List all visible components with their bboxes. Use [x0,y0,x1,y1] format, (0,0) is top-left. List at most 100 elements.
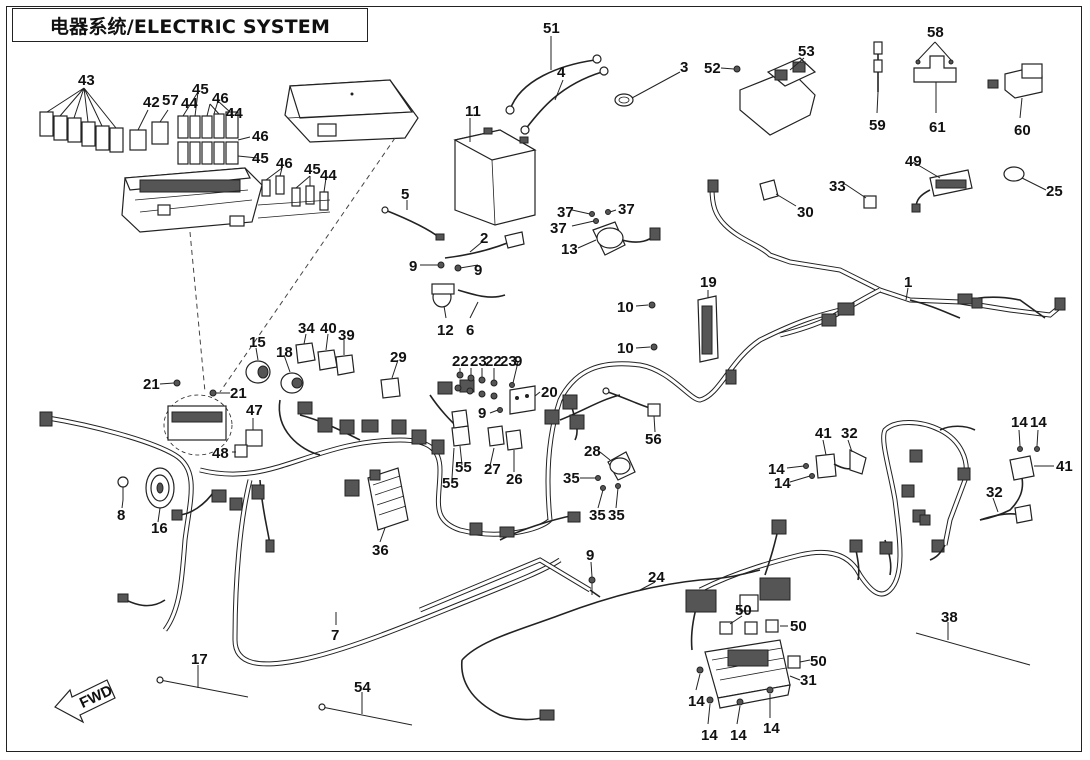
callout-36: 36 [372,542,389,559]
callout-24: 24 [648,569,665,586]
callout-44: 44 [320,167,337,184]
callout-54: 54 [354,679,371,696]
callout-35: 35 [608,507,625,524]
speed-sensors-41 [803,446,1040,524]
callout-23: 23 [500,353,517,370]
callout-15: 15 [249,334,266,351]
callout-45: 45 [252,150,269,167]
callout-9: 9 [586,547,594,564]
callout-14: 14 [701,727,718,744]
callout-38: 38 [941,609,958,626]
callout-50: 50 [810,653,827,670]
callout-2: 2 [480,230,488,247]
callout-58: 58 [927,24,944,41]
callout-23: 23 [470,353,487,370]
rear-harness-1 [707,179,1066,338]
harness-fuse-box [163,379,263,458]
callout-44: 44 [226,105,243,122]
callout-37: 37 [618,201,635,218]
cable-ties [156,632,1031,726]
callout-28: 28 [584,443,601,460]
callout-56: 56 [645,431,662,448]
callout-10: 10 [617,299,634,316]
callout-46: 46 [252,128,269,145]
callout-14: 14 [1011,414,1028,431]
callout-29: 29 [390,349,407,366]
regulator-53 [733,57,817,136]
callout-14: 14 [768,461,785,478]
callout-26: 26 [506,471,523,488]
callout-53: 53 [798,43,815,60]
callout-34: 34 [298,320,315,337]
fuse-box-assembly [39,79,419,233]
callout-13: 13 [561,241,578,258]
sensors-top-right [759,166,1025,213]
callout-16: 16 [151,520,168,537]
callout-45: 45 [304,161,321,178]
callout-48: 48 [212,445,229,462]
control-module-36 [367,467,409,531]
small-parts-top-right [873,41,1043,99]
main-wire-harness [39,307,841,667]
sensor-56-and-28 [595,387,661,491]
callout-1: 1 [904,274,912,291]
callout-numbers: 43 42 57 45 46 44 44 46 45 46 45 44 51 4… [78,20,1073,744]
connector-block-20 [454,371,536,415]
callout-52: 52 [704,60,721,77]
ecu-31 [696,619,801,709]
lower-harness-24 [460,420,976,721]
callout-5: 5 [401,186,409,203]
ecu-bracket-19 [648,295,737,385]
callout-3: 3 [680,59,688,76]
callout-9: 9 [478,405,486,422]
callout-44: 44 [181,95,198,112]
callout-30: 30 [797,204,814,221]
callout-22: 22 [452,353,469,370]
horn-and-bolt [117,467,175,509]
callout-43: 43 [78,72,95,89]
battery-assembly [453,54,634,226]
callout-57: 57 [162,92,179,109]
callout-11: 11 [465,103,481,120]
callout-7: 7 [331,627,339,644]
callout-55: 55 [455,459,472,476]
callout-49: 49 [905,153,922,170]
callout-32: 32 [986,484,1003,501]
callout-50: 50 [735,602,752,619]
fwd-direction-arrow: FWD [54,679,116,724]
callout-40: 40 [320,320,337,337]
callout-21: 21 [143,376,160,393]
callout-55: 55 [442,475,459,492]
callout-37: 37 [557,204,574,221]
callout-32: 32 [841,425,858,442]
callout-60: 60 [1014,122,1031,139]
title-box: 电器系统/ELECTRIC SYSTEM [12,8,368,42]
callout-59: 59 [869,117,886,134]
callout-14: 14 [688,693,705,710]
callout-9: 9 [409,258,417,275]
callout-35: 35 [589,507,606,524]
callout-42: 42 [143,94,160,111]
starter-relay-13 [589,209,661,256]
callout-46: 46 [276,155,293,172]
callout-31: 31 [800,672,817,689]
callout-37: 37 [550,220,567,237]
leader-lines [46,36,1054,725]
callout-22: 22 [485,353,502,370]
callout-33: 33 [829,178,846,195]
callout-35: 35 [563,470,580,487]
callout-14: 14 [730,727,747,744]
callout-47: 47 [246,402,263,419]
dash-switches [245,342,523,451]
callout-51: 51 [543,20,560,37]
callout-9: 9 [514,353,522,370]
callout-17: 17 [191,651,208,668]
callout-50: 50 [790,618,807,635]
callout-21: 21 [230,385,247,402]
callout-41: 41 [815,425,832,442]
callout-8: 8 [117,507,125,524]
callout-18: 18 [276,344,293,361]
callout-25: 25 [1046,183,1063,200]
callout-6: 6 [466,322,474,339]
